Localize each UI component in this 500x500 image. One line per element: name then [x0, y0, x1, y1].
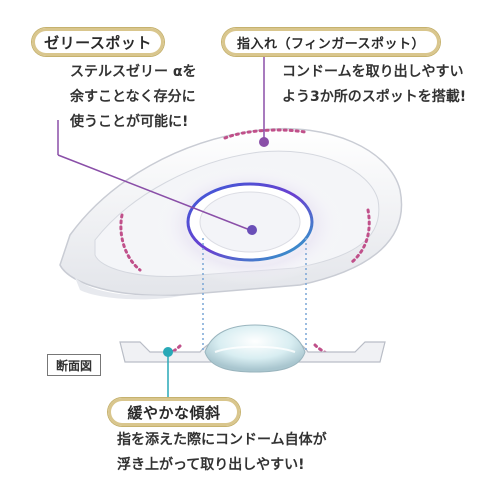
jelly-callout-dot — [247, 225, 257, 235]
cross-section-label-text: 断面図 — [55, 358, 92, 373]
jelly-spot-label-text: ゼリースポット — [44, 33, 152, 52]
cross-section-illustration — [119, 324, 386, 373]
finger-spot-label: 指入れ（フィンガースポット） — [222, 28, 440, 56]
finger-spot-label-text: 指入れ（フィンガースポット） — [236, 36, 426, 52]
finger-spot-description: コンドームを取り出しやすい よう3か所のスポットを搭載! — [282, 64, 467, 105]
jelly-spot-description: ステルスゼリー αを 余すことなく存分に 使うことが可能に! — [70, 64, 197, 130]
finger-callout-dot — [259, 137, 269, 147]
slope-callout-dot — [163, 347, 173, 357]
tray-illustration — [59, 127, 403, 300]
cross-section-label: 断面図 — [47, 354, 101, 376]
gentle-slope-description: 指を添えた際にコンドーム自体が 浮き上がって取り出しやすい! — [117, 432, 327, 473]
projection-lines — [202, 238, 307, 350]
gentle-slope-label: 緩やかな傾斜 — [108, 398, 240, 426]
jelly-spot-label: ゼリースポット — [32, 28, 164, 56]
jelly-callout-diagonal — [57, 154, 251, 231]
gentle-slope-label-text: 緩やかな傾斜 — [127, 403, 221, 422]
